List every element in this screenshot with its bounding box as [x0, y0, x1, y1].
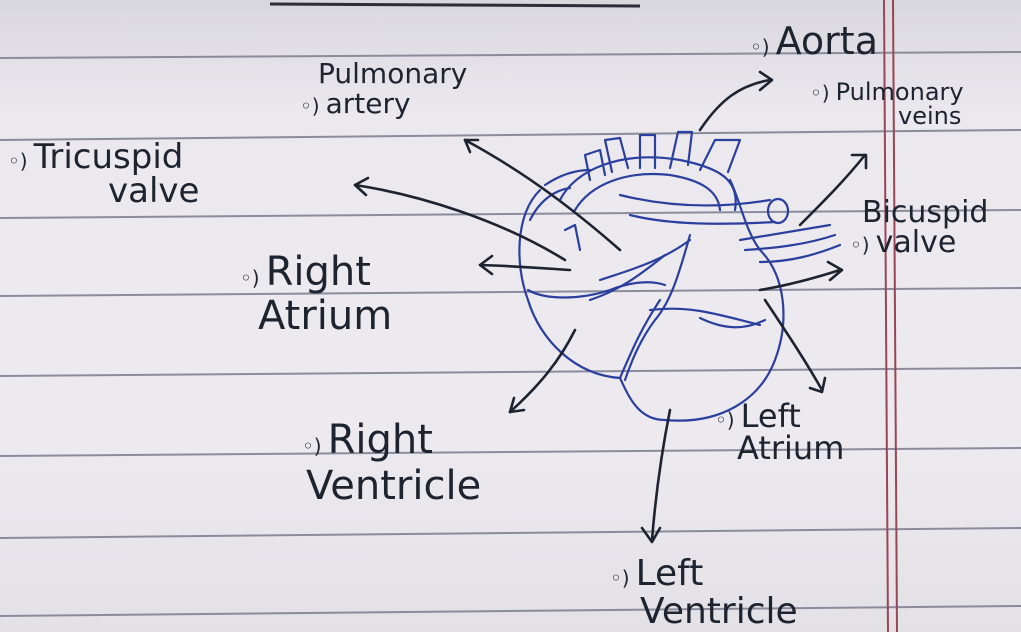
heart-outline: [519, 180, 783, 421]
label-tricuspid-valve: ◦)Tricuspid valve: [8, 140, 199, 208]
arrow-aorta: [700, 80, 770, 130]
arrow-right-atrium: [480, 265, 570, 270]
label-left-ventricle: ◦)Left Ventricle: [610, 556, 798, 630]
right-atrium-outline: [528, 282, 665, 297]
pulmonary-veins-vessels: [740, 225, 830, 240]
label-aorta: ◦)Aorta: [750, 22, 878, 60]
label-right-ventricle: ◦)Right Ventricle: [262, 420, 481, 506]
arrow-right-ventricle: [510, 330, 575, 412]
arrow-pulmonary-artery: [465, 140, 620, 250]
label-pulmonary-veins: ◦)Pulmonary veins: [810, 80, 964, 128]
label-bicuspid-valve: Bicuspid ◦)valve: [850, 198, 988, 258]
label-right-atrium: ◦)Right Atrium: [240, 252, 392, 336]
arch-branches: [585, 150, 605, 180]
arrow-bicuspid-valve: [760, 270, 840, 290]
pulmonary-trunk: [620, 195, 770, 205]
arrow-left-atrium: [765, 300, 822, 390]
arrow-left-ventricle: [652, 410, 670, 540]
label-left-atrium: ◦)Left Atrium: [715, 400, 844, 464]
label-pulmonary-artery: Pulmonary ◦)artery: [300, 60, 467, 118]
septum-line: [620, 300, 660, 378]
